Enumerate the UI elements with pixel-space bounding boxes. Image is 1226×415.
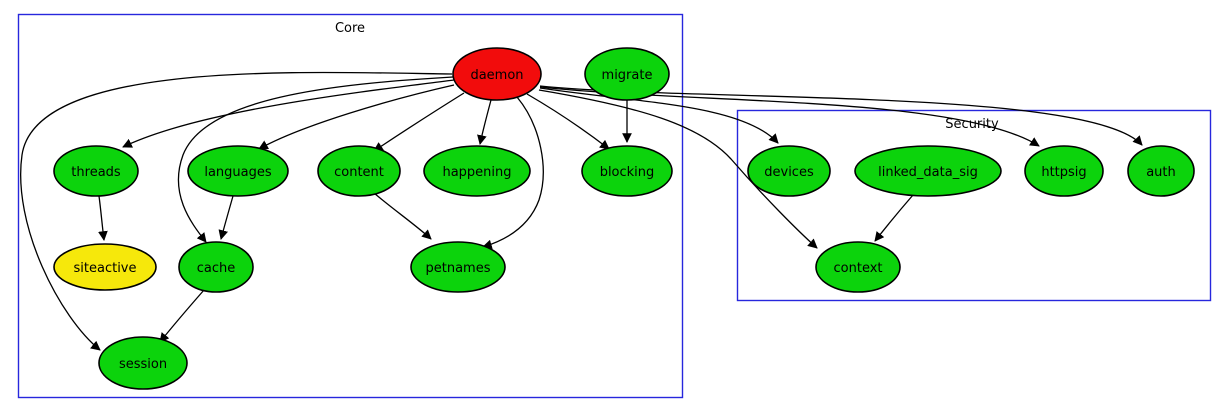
node-auth-shape <box>1127 145 1195 197</box>
node-daemon-shape <box>452 47 542 101</box>
node-context-label: context <box>834 261 883 276</box>
node-httpsig-label: httpsig <box>1041 165 1086 180</box>
node-petnames: petnames <box>410 241 506 293</box>
node-cache: cache <box>178 241 254 293</box>
cluster-core: Core <box>17 13 684 399</box>
node-context: context <box>815 241 901 293</box>
edge-content-petnames <box>373 192 432 240</box>
edge-daemon-devices <box>539 87 779 144</box>
node-devices-label: devices <box>764 165 814 180</box>
node-siteactive-label: siteactive <box>74 261 137 276</box>
edge-daemon-languages <box>258 84 455 150</box>
node-threads-label: threads <box>71 165 121 180</box>
node-content-label: content <box>334 165 384 180</box>
edge-daemon-session <box>20 71 453 351</box>
cluster-core-border <box>17 13 684 399</box>
node-httpsig: httpsig <box>1024 145 1104 197</box>
node-httpsig-shape <box>1024 145 1104 197</box>
node-session-shape <box>98 336 188 390</box>
node-session-label: session <box>119 357 167 372</box>
node-petnames-shape <box>410 241 506 293</box>
node-threads: threads <box>53 145 139 197</box>
edge-languages-cache <box>218 195 234 240</box>
node-session: session <box>98 336 188 390</box>
node-migrate: migrate <box>584 47 670 101</box>
node-happening-label: happening <box>442 165 511 180</box>
node-auth: auth <box>1127 145 1195 197</box>
node-linked_data_sig-shape <box>854 145 1002 197</box>
node-blocking-shape <box>581 145 673 197</box>
edge-linked_data_sig-context <box>874 194 914 242</box>
node-cache-label: cache <box>197 261 236 276</box>
node-devices: devices <box>747 145 831 197</box>
node-context-shape <box>815 241 901 293</box>
node-languages: languages <box>187 145 289 197</box>
edges <box>20 71 1143 351</box>
nodes: daemon migrate threads languages content… <box>53 47 1195 390</box>
node-petnames-label: petnames <box>426 261 491 276</box>
node-blocking-label: blocking <box>600 165 655 180</box>
cluster-core-label: Core <box>335 21 365 36</box>
node-daemon-label: daemon <box>470 68 523 83</box>
node-linked_data_sig-label: linked_data_sig <box>878 165 978 180</box>
node-languages-label: languages <box>204 165 272 180</box>
edge-daemon-content <box>373 92 465 152</box>
node-threads-shape <box>53 145 139 197</box>
node-happening: happening <box>423 145 531 197</box>
edge-cache-session <box>159 289 205 343</box>
node-auth-label: auth <box>1146 165 1176 180</box>
node-devices-shape <box>747 145 831 197</box>
node-cache-shape <box>178 241 254 293</box>
cluster-security-label: Security <box>945 117 999 132</box>
node-content: content <box>317 145 401 197</box>
node-daemon: daemon <box>452 47 542 101</box>
edge-daemon-happening <box>477 99 492 145</box>
edge-daemon-threads <box>122 79 455 148</box>
edge-daemon-cache <box>177 76 454 243</box>
node-siteactive-shape <box>53 243 157 291</box>
cluster-security: Security <box>736 109 1212 302</box>
node-blocking: blocking <box>581 145 673 197</box>
node-migrate-label: migrate <box>602 68 653 83</box>
edge-daemon-petnames <box>482 96 544 250</box>
edge-daemon-blocking <box>526 93 610 150</box>
node-languages-shape <box>187 145 289 197</box>
node-siteactive: siteactive <box>53 243 157 291</box>
cluster-security-border <box>736 109 1212 302</box>
node-happening-shape <box>423 145 531 197</box>
node-content-shape <box>317 145 401 197</box>
node-linked_data_sig: linked_data_sig <box>854 145 1002 197</box>
edge-threads-siteactive <box>98 195 108 241</box>
node-migrate-shape <box>584 47 670 101</box>
edge-daemon-context <box>538 89 818 249</box>
